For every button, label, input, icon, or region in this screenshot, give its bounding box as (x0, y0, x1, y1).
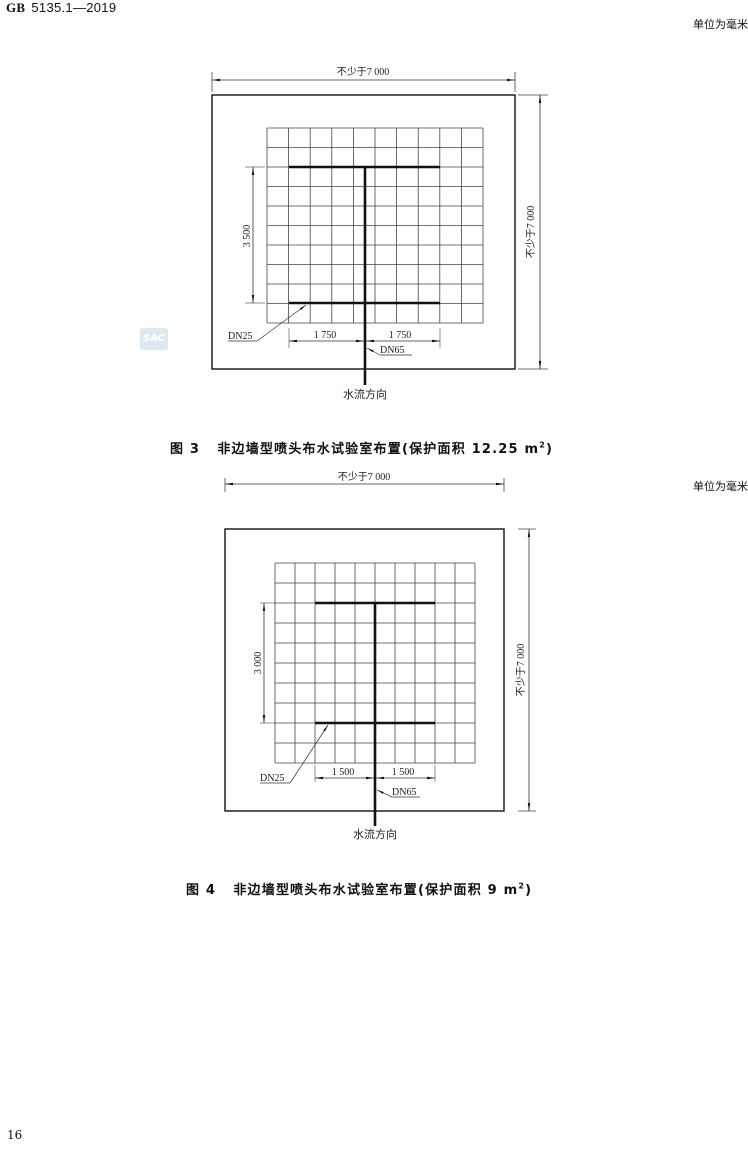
figure-3-diagram: 不少于7 000 不少于7 000 3 500 1 750 1 750 DN25… (211, 66, 548, 401)
left-spacing-fig3: 1 750 (314, 330, 337, 341)
sac-watermark: SAC (140, 328, 168, 350)
standard-number: 5135.1—2019 (31, 0, 117, 15)
figure-3-caption: 图 3 非边墙型喷头布水试验室布置(保护面积 12.25 m2) (170, 440, 554, 457)
figure-4-caption: 图 4 非边墙型喷头布水试验室布置(保护面积 9 m2) (186, 881, 533, 898)
caption-text: 非边墙型喷头布水试验室布置(保护面积 9 m (233, 883, 519, 898)
right-spacing-fig3: 1 750 (389, 330, 412, 341)
vertical-spacing-fig3: 3 500 (242, 225, 253, 248)
unit-label-fig3: 单位为毫米 (693, 18, 748, 31)
standard-header: GB 5135.1—2019 (6, 0, 116, 16)
page-number: 16 (7, 1128, 23, 1142)
caption-number: 图 3 (170, 442, 201, 457)
main-pipe-label-fig3: DN65 (380, 345, 404, 356)
caption-text: 非边墙型喷头布水试验室布置(保护面积 12.25 m (217, 442, 540, 457)
top-dimension-fig3: 不少于7 000 (337, 66, 390, 78)
flow-direction-label-fig4: 水流方向 (353, 827, 397, 841)
main-pipe-label-fig4: DN65 (392, 787, 416, 798)
vertical-spacing-fig4: 3 000 (253, 652, 264, 675)
flow-direction-label-fig3: 水流方向 (343, 387, 387, 401)
caption-number: 图 4 (186, 883, 217, 898)
side-dimension-fig3: 不少于7 000 (525, 206, 537, 259)
room-outline (224, 528, 505, 812)
left-spacing-fig4: 1 500 (332, 767, 355, 778)
standard-prefix: GB (6, 0, 26, 15)
unit-label-fig4: 单位为毫米 (693, 480, 748, 493)
top-dimension-fig4: 不少于7 000 (338, 471, 391, 483)
branch-pipe-label-fig4: DN25 (260, 773, 284, 784)
room-outline (211, 94, 516, 370)
right-spacing-fig4: 1 500 (392, 767, 415, 778)
branch-pipe-label-fig3: DN25 (228, 331, 252, 342)
side-dimension-fig4: 不少于7 000 (515, 644, 527, 697)
